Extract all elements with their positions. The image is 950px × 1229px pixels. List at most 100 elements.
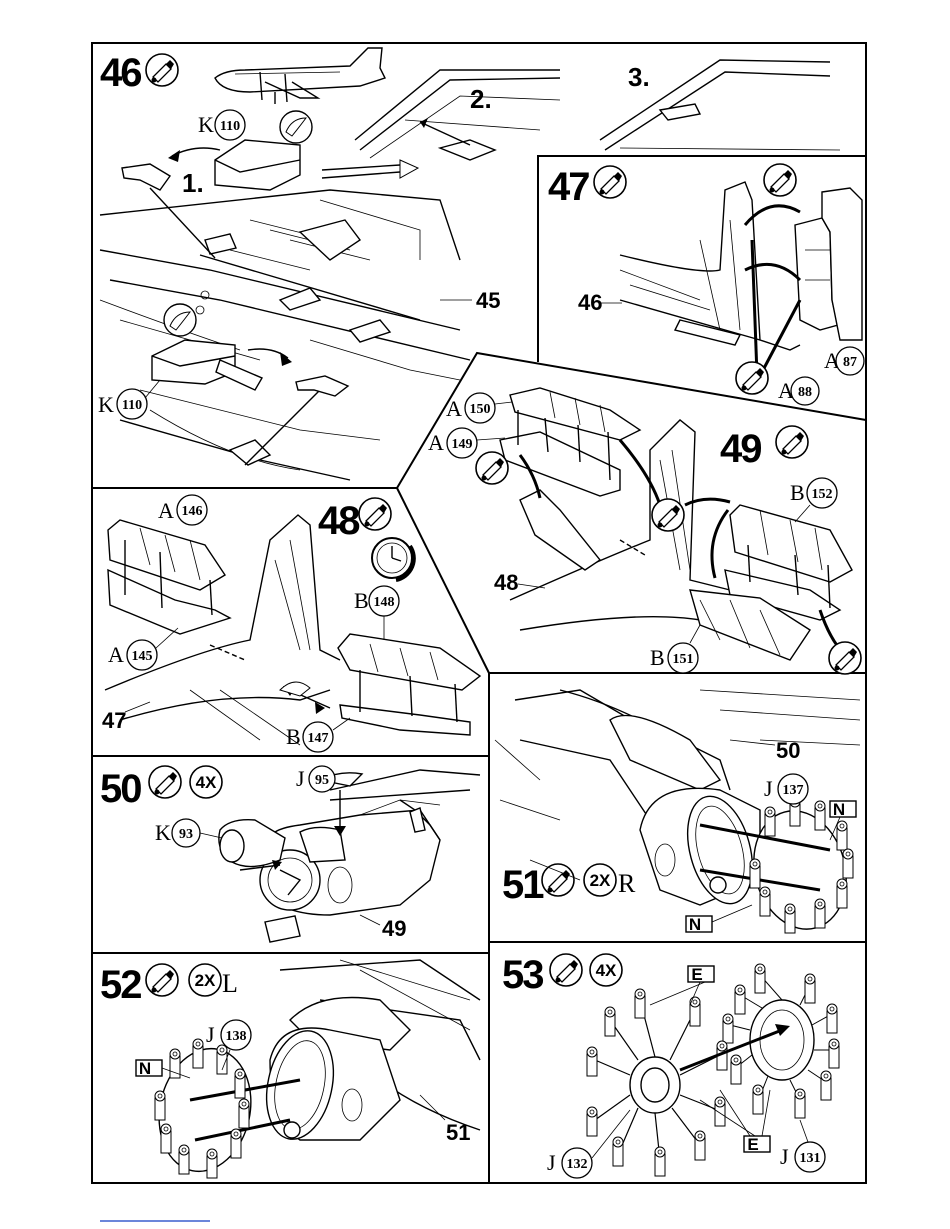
part-callout: B 152	[790, 478, 837, 508]
svg-text:N: N	[833, 800, 845, 819]
part-callout: J 132	[547, 1148, 592, 1178]
glue-icon	[550, 954, 582, 986]
glue-icon	[359, 498, 391, 530]
substep-label: 3.	[628, 62, 650, 92]
reference-number: 45	[476, 288, 500, 313]
part-callout: A 150	[446, 393, 495, 423]
svg-text:K: K	[155, 820, 171, 845]
tail-fin-view	[620, 182, 862, 375]
svg-text:88: 88	[798, 385, 812, 400]
sprue-part	[215, 140, 300, 190]
step-52: 52 2X L	[100, 960, 480, 1180]
part-callout: J 138	[206, 1020, 251, 1050]
step-49: 49	[428, 388, 861, 674]
part-callout: B 151	[650, 643, 698, 673]
step-number: 49	[720, 427, 761, 471]
svg-text:147: 147	[308, 731, 329, 746]
part-callout: K 110	[98, 389, 147, 419]
wing-underside	[100, 190, 470, 480]
step-number: 46	[100, 51, 141, 95]
svg-text:4X: 4X	[596, 961, 617, 980]
step-number: 48	[318, 499, 360, 543]
step-48: 48	[102, 495, 480, 752]
wing-flap-view-2	[355, 70, 560, 160]
hinge-part	[122, 164, 170, 190]
part-callout: A 88	[778, 377, 819, 405]
svg-text:138: 138	[226, 1029, 247, 1044]
svg-text:93: 93	[179, 827, 193, 842]
step-number: 47	[548, 165, 589, 209]
side-label: L	[222, 969, 238, 998]
svg-text:146: 146	[182, 504, 203, 519]
glue-icon	[476, 452, 508, 484]
reference-number: 48	[494, 570, 518, 595]
glue-icon	[764, 164, 796, 196]
svg-text:B: B	[286, 724, 301, 749]
step-47: 47 46 A 87 A 88	[548, 164, 864, 405]
svg-text:145: 145	[132, 649, 153, 664]
svg-text:152: 152	[812, 487, 833, 502]
svg-text:J: J	[764, 776, 773, 801]
engine-nacelle-view	[219, 770, 480, 942]
svg-text:137: 137	[783, 783, 804, 798]
quantity-badge: 2X	[189, 964, 221, 996]
glue-icon	[652, 499, 684, 531]
step-51: 51 2X R	[495, 690, 860, 940]
part-callout: B 147	[286, 722, 333, 752]
svg-text:E: E	[691, 965, 702, 984]
part-callout: K 110	[198, 110, 245, 140]
glue-icon	[146, 54, 178, 86]
svg-text:N: N	[139, 1059, 151, 1078]
step-number: 50	[100, 767, 141, 811]
engine-tag: N	[830, 800, 856, 819]
knife-icon	[280, 111, 312, 143]
svg-text:87: 87	[843, 355, 857, 370]
step-number: 53	[502, 953, 543, 997]
svg-text:2X: 2X	[590, 871, 611, 890]
svg-text:E: E	[747, 1135, 758, 1154]
part-callout: A 87	[824, 347, 864, 375]
part-callout: J 131	[780, 1142, 825, 1172]
engine-tag: N	[686, 915, 712, 934]
svg-text:4X: 4X	[196, 773, 217, 792]
substep-label: 2.	[470, 84, 492, 114]
glue-icon	[776, 426, 808, 458]
svg-text:148: 148	[374, 595, 395, 610]
svg-text:J: J	[206, 1022, 215, 1047]
quantity-badge: 4X	[590, 954, 622, 986]
svg-text:2X: 2X	[195, 971, 216, 990]
svg-text:95: 95	[315, 773, 329, 788]
aircraft-overview	[215, 48, 385, 104]
reference-number: 49	[382, 916, 406, 941]
reference-number: 50	[776, 738, 800, 763]
svg-text:151: 151	[673, 652, 694, 667]
knife-icon	[164, 304, 196, 336]
svg-text:B: B	[790, 480, 805, 505]
side-label: R	[618, 869, 636, 898]
glue-icon	[149, 766, 181, 798]
engine-tag: E	[744, 1135, 770, 1154]
glue-icon	[542, 864, 574, 896]
svg-text:131: 131	[800, 1151, 821, 1166]
glue-icon	[829, 642, 861, 674]
svg-text:A: A	[428, 430, 444, 455]
svg-text:149: 149	[452, 437, 473, 452]
svg-text:J: J	[296, 766, 305, 791]
glue-icon	[594, 166, 626, 198]
reference-number: 47	[102, 708, 126, 733]
svg-text:110: 110	[122, 398, 142, 413]
engine-tag: N	[136, 1059, 162, 1078]
part-callout: A 149	[428, 428, 477, 458]
svg-text:B: B	[354, 588, 369, 613]
clock-icon	[372, 538, 414, 580]
svg-text:J: J	[547, 1150, 556, 1175]
svg-text:K: K	[198, 112, 214, 137]
svg-text:N: N	[689, 915, 701, 934]
part-callout: A 146	[158, 495, 207, 525]
glue-icon	[146, 964, 178, 996]
quantity-badge: 2X	[584, 864, 616, 896]
svg-text:A: A	[108, 642, 124, 667]
svg-text:132: 132	[567, 1157, 588, 1172]
svg-text:B: B	[650, 645, 665, 670]
step-number: 51	[502, 863, 544, 907]
